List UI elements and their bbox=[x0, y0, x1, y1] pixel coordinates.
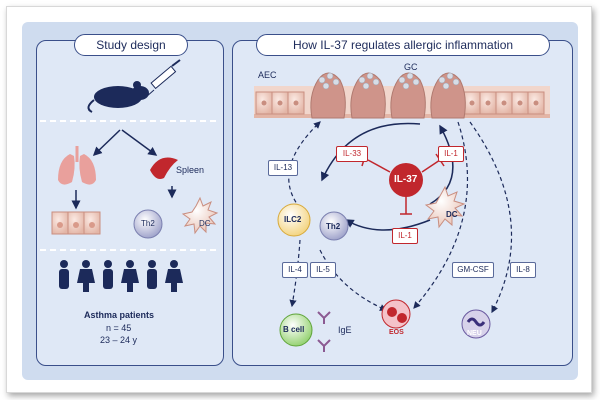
ige-antibody-icon bbox=[317, 311, 331, 352]
arrow-to-eos bbox=[319, 249, 388, 311]
spleen-label: Spleen bbox=[176, 165, 205, 175]
mechanism-title: How IL-37 regulates allergic inflammatio… bbox=[256, 34, 550, 56]
dc-mech-icon bbox=[424, 185, 466, 229]
patients-title: Asthma patients bbox=[84, 310, 155, 320]
il37-node bbox=[389, 163, 423, 197]
il4-label: IL-4 bbox=[282, 262, 308, 278]
lung-icon bbox=[58, 146, 96, 185]
eos-label: EOS bbox=[389, 329, 404, 336]
bcell-icon bbox=[279, 313, 313, 347]
arrow-dc-to-th2 bbox=[344, 219, 431, 231]
th2-cell-mech-icon bbox=[319, 211, 349, 241]
arrow-gmcsf-to-eos bbox=[413, 121, 468, 309]
gc-label: GC bbox=[404, 62, 418, 72]
patients-n: n = 45 bbox=[106, 323, 132, 333]
epithelial-cells-icon bbox=[51, 211, 101, 235]
il1-top-label: IL-1 bbox=[438, 146, 464, 162]
ilc2-label: ILC2 bbox=[284, 215, 302, 224]
spleen-icon bbox=[150, 157, 178, 179]
patients-age: 23 – 24 y bbox=[100, 335, 138, 345]
bcell-label: B cell bbox=[283, 325, 305, 334]
aec-label: AEC bbox=[258, 70, 277, 80]
arrow-aec-to-th2 bbox=[320, 122, 421, 182]
ilc2-cell-icon bbox=[277, 203, 311, 237]
mouse-icon bbox=[87, 81, 149, 113]
neu-label: NEU bbox=[467, 330, 482, 337]
gmcsf-label: GM-CSF bbox=[452, 262, 494, 278]
dendritic-cell-icon bbox=[181, 196, 219, 235]
il13-label: IL-13 bbox=[268, 160, 298, 176]
study-design-title: Study design bbox=[74, 34, 188, 56]
th2-mech-label: Th2 bbox=[326, 222, 341, 231]
airway-epithelium-icon bbox=[254, 72, 550, 119]
syringe-icon bbox=[145, 59, 181, 98]
study-th2-label: Th2 bbox=[141, 219, 155, 228]
dc-mech-label: DC bbox=[446, 210, 458, 219]
patients-icon bbox=[59, 260, 183, 292]
arrow-dc-to-aec bbox=[429, 124, 454, 205]
il33-label: IL-33 bbox=[336, 146, 368, 162]
il8-label: IL-8 bbox=[510, 262, 536, 278]
arrow-il8-to-neu bbox=[469, 121, 513, 314]
il1-bottom-label: IL-1 bbox=[392, 228, 418, 244]
study-dc-label: DC bbox=[199, 219, 211, 228]
il37-label: IL-37 bbox=[394, 174, 418, 185]
ige-label: IgE bbox=[338, 325, 352, 335]
th2-cell-icon bbox=[133, 209, 163, 239]
il5-label: IL-5 bbox=[310, 262, 336, 278]
